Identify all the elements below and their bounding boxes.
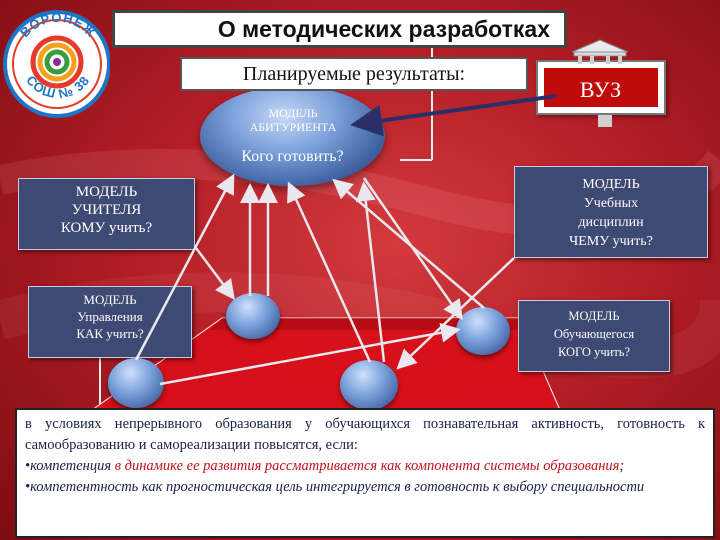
university-building-icon: [571, 39, 629, 64]
vuz-label: ВУЗ: [544, 68, 658, 107]
bullet1-term: •компетенция: [25, 458, 112, 474]
learner-model-box: МОДЕЛЬ Обучающегося КОГО учить?: [518, 300, 670, 372]
teacher-model-box: МОДЕЛЬ УЧИТЕЛЯ КОМУ учить?: [18, 178, 195, 250]
sphere-center-bottom: [340, 360, 398, 410]
disciplines-line2: Учебных: [583, 196, 639, 211]
planned-results-label: Планируемые результаты:: [180, 57, 528, 91]
teacher-question: КОМУ учить?: [60, 220, 153, 236]
vuz-base: [598, 115, 612, 127]
disciplines-question: ЧЕМУ учить?: [569, 234, 653, 249]
disciplines-line1: МОДЕЛЬ: [582, 177, 640, 192]
teacher-line1: МОДЕЛЬ: [75, 184, 138, 200]
bullet1-end: ;: [619, 458, 625, 474]
sphere-learner: [456, 307, 510, 355]
sphere-left-bottom: [108, 358, 164, 408]
management-model-box: МОДЕЛЬ Управления КАК учить?: [28, 286, 192, 358]
vuz-box: ВУЗ: [536, 60, 666, 115]
center-model-label: МОДЕЛЬ АБИТУРИЕНТА: [228, 106, 358, 134]
slide-title: О методических разработках: [112, 10, 567, 48]
school-logo: ВОРОНЕЖ СОШ № 38: [3, 10, 110, 118]
conclusion-bullet-1: •компетенция в динамике ее развития расс…: [25, 456, 705, 477]
disciplines-line3: дисциплин: [578, 215, 644, 230]
learner-line1: МОДЕЛЬ: [568, 309, 620, 323]
center-question: Кого готовить?: [241, 148, 344, 165]
bullet2-text: как прогностическая цель интегрируется в…: [138, 479, 645, 495]
management-question: КАК учить?: [76, 326, 144, 341]
management-line1: МОДЕЛЬ: [83, 292, 137, 307]
center-line2: АБИТУРИЕНТА: [249, 120, 337, 134]
bullet1-text: в динамике ее развития рассматривается к…: [111, 458, 620, 474]
center-line1: МОДЕЛЬ: [268, 106, 318, 120]
disciplines-model-box: МОДЕЛЬ Учебных дисциплин ЧЕМУ учить?: [514, 166, 708, 258]
teacher-line2: УЧИТЕЛЯ: [71, 202, 142, 218]
conclusion-box: в условиях непрерывного образования у об…: [15, 408, 715, 538]
bullet2-term: •компетентность: [25, 479, 139, 495]
management-line2: Управления: [77, 309, 143, 324]
conclusion-bullet-2: •компетентность как прогностическая цель…: [25, 477, 705, 498]
conclusion-intro: в условиях непрерывного образования у об…: [25, 416, 705, 453]
learner-question: КОГО учить?: [557, 345, 631, 359]
learner-line2: Обучающегося: [553, 327, 635, 341]
logo-spiral-icon: [30, 35, 84, 89]
sphere-management: [226, 293, 280, 339]
